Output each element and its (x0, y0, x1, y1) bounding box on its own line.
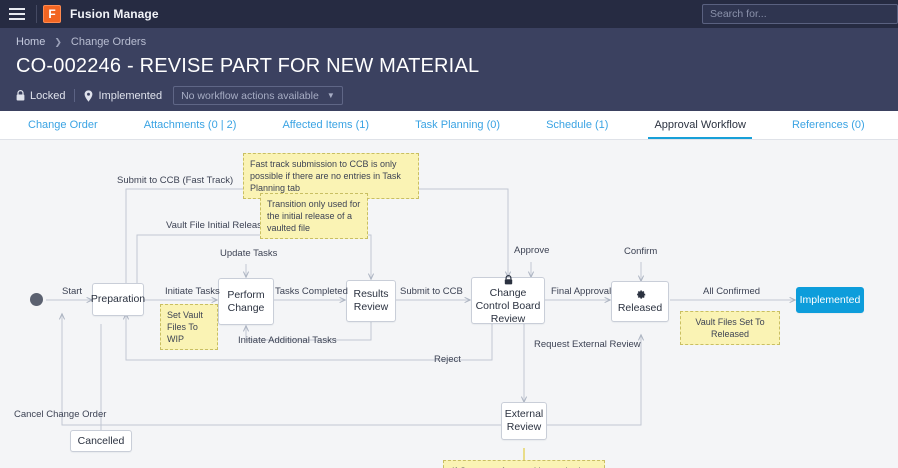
meta-divider (74, 89, 76, 102)
node-change-control-board-review[interactable]: Change Control Board Review (471, 275, 545, 325)
note-vault-files-released: Vault Files Set To Released (680, 311, 780, 346)
note-customer-approval: If Customer Approval is required per Det… (443, 460, 605, 468)
node-perform-change[interactable]: Perform Change (218, 278, 274, 325)
node-label: Change Control Board Review (475, 287, 541, 325)
lock-icon (504, 275, 513, 285)
topbar-divider (36, 5, 37, 23)
node-label: Cancelled (77, 434, 125, 447)
workflow-actions-select[interactable]: No workflow actions available ▼ (173, 86, 343, 105)
tab-approval-workflow[interactable]: Approval Workflow (648, 111, 752, 139)
hamburger-icon[interactable] (0, 0, 34, 28)
lock-icon (16, 90, 25, 101)
node-label: Released (617, 301, 663, 314)
state-indicator: Implemented (84, 90, 162, 102)
header-meta-row: Locked Implemented No workflow actions a… (16, 86, 898, 105)
workflow-canvas[interactable]: Preparation Perform Change Results Revie… (0, 140, 898, 468)
logo-letter: F (48, 7, 56, 21)
node-results-review[interactable]: Results Review (346, 280, 396, 322)
node-implemented[interactable]: Implemented (796, 287, 864, 313)
top-bar: F Fusion Manage (0, 0, 898, 28)
transition-label-final-approval: Final Approval (551, 286, 612, 297)
node-released[interactable]: Released (611, 281, 669, 322)
node-preparation[interactable]: Preparation (90, 283, 146, 316)
note-set-vault-files-wip: Set Vault Files To WIP (160, 304, 218, 351)
tab-task-planning[interactable]: Task Planning (0) (415, 119, 501, 131)
transition-label-vault-initial-release: Vault File Initial Release (166, 220, 268, 231)
locked-indicator: Locked (16, 90, 65, 102)
transition-label-submit-to-ccb: Submit to CCB (400, 286, 463, 297)
node-external-review[interactable]: External Review (501, 402, 547, 440)
transition-label-initiate-tasks: Initiate Tasks (165, 286, 220, 297)
chevron-down-icon: ▼ (326, 91, 335, 100)
transition-label-request-external-review: Request External Review (534, 339, 641, 350)
page-header: Home ❯ Change Orders CO-002246 - REVISE … (0, 28, 898, 111)
search-container (702, 4, 898, 24)
transition-label-approve: Approve (514, 245, 550, 256)
pin-icon (85, 89, 93, 102)
transition-label-reject: Reject (434, 354, 461, 365)
transition-label-start: Start (62, 286, 83, 297)
tab-references[interactable]: References (0) (791, 119, 865, 131)
page-title: CO-002246 - REVISE PART FOR NEW MATERIAL (16, 55, 480, 77)
workflow-connectors (46, 188, 898, 468)
transition-label-all-confirmed: All Confirmed (703, 286, 761, 297)
breadcrumb-home[interactable]: Home (16, 36, 46, 48)
workflow-actions-value: No workflow actions available (181, 89, 319, 102)
start-node[interactable] (30, 293, 43, 306)
node-label: External Review (504, 408, 544, 433)
search-input[interactable] (702, 4, 898, 24)
node-cancelled[interactable]: Cancelled (70, 430, 132, 452)
node-label: Results Review (353, 288, 389, 313)
tab-schedule[interactable]: Schedule (1) (546, 119, 609, 131)
tab-attachments[interactable]: Attachments (0 | 2) (143, 119, 237, 131)
breadcrumb-separator-icon: ❯ (54, 36, 62, 47)
tab-bar: Change Order Attachments (0 | 2) Affecte… (0, 111, 898, 140)
tab-affected-items[interactable]: Affected Items (1) (282, 119, 370, 131)
gear-icon (635, 289, 646, 300)
transition-label-update-tasks: Update Tasks (220, 248, 278, 259)
brand-title: Fusion Manage (70, 7, 159, 21)
node-label: Perform Change (227, 288, 265, 314)
transition-label-initiate-additional-tasks: Initiate Additional Tasks (238, 335, 337, 346)
transition-label-submit-fast-track: Submit to CCB (Fast Track) (117, 175, 234, 186)
node-label: Preparation (90, 293, 146, 306)
tab-change-order[interactable]: Change Order (28, 119, 98, 131)
state-label: Implemented (98, 89, 163, 102)
transition-label-cancel-change-order: Cancel Change Order (14, 409, 107, 420)
transition-label-confirm: Confirm (624, 246, 658, 257)
breadcrumb-change-orders[interactable]: Change Orders (70, 36, 147, 48)
transition-label-tasks-completed: Tasks Completed (275, 286, 348, 297)
note-vault-transition: Transition only used for the initial rel… (260, 193, 368, 240)
fusion-logo-icon: F (43, 5, 61, 23)
locked-label: Locked (30, 89, 66, 102)
breadcrumb: Home ❯ Change Orders (16, 36, 898, 48)
node-label: Implemented (799, 293, 861, 306)
